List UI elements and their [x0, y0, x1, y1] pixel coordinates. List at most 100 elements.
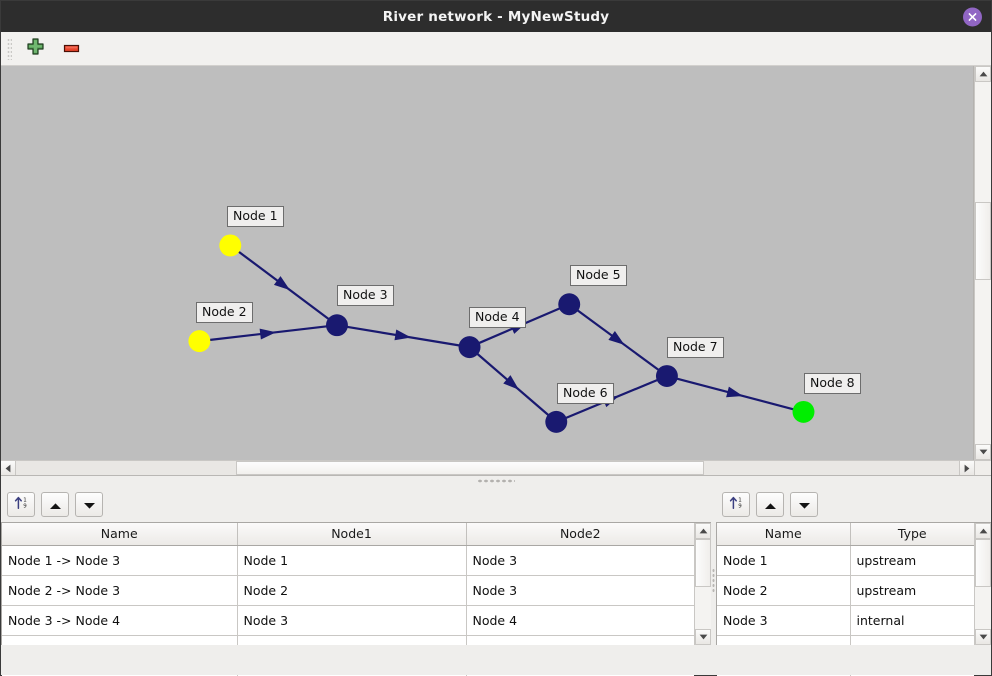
nodes-cell[interactable]: upstream: [850, 545, 974, 576]
nodes-cell[interactable]: internal: [850, 605, 974, 636]
canvas-horizontal-scrollbar[interactable]: [1, 460, 991, 475]
arrow-up-icon: [49, 495, 62, 514]
graph-node-label-node-6[interactable]: Node 6: [557, 383, 614, 404]
tables-area: 1 9: [1, 486, 991, 676]
close-icon[interactable]: [963, 7, 982, 26]
toolbar: [1, 32, 991, 66]
vertical-splitter[interactable]: [711, 486, 716, 675]
network-graph-canvas[interactable]: Node 1 Node 2 Node 3 Node 4 Node 5 Node 6 Node…: [1, 66, 974, 460]
graph-node-label-node-7[interactable]: Node 7: [667, 337, 724, 358]
graph-node-label-node-4[interactable]: Node 4: [469, 307, 526, 328]
nodes-vertical-scrollbar[interactable]: [974, 523, 991, 645]
graph-node-node-6[interactable]: [545, 410, 568, 433]
graph-node-node-5[interactable]: [558, 293, 581, 316]
nodes-column-header[interactable]: Name: [717, 523, 851, 546]
nodes-vscroll-track[interactable]: [975, 539, 991, 629]
graph-node-label-node-2[interactable]: Node 2: [196, 302, 253, 323]
graph-node-label-node-1[interactable]: Node 1: [227, 206, 284, 227]
nodes-scroll-up-arrow-icon[interactable]: [975, 523, 991, 539]
graph-node-node-2[interactable]: [188, 330, 211, 353]
nodes-move-up-button[interactable]: [756, 492, 784, 517]
nodes-layer: [188, 234, 815, 433]
toolbar-grip[interactable]: [7, 37, 12, 60]
remove-node-button[interactable]: [58, 36, 84, 62]
scroll-right-arrow-icon[interactable]: [959, 461, 974, 475]
nodes-cell[interactable]: upstream: [850, 575, 974, 606]
reaches-column-header[interactable]: Node2: [466, 523, 694, 546]
plus-icon: [26, 38, 44, 59]
reaches-cell[interactable]: Node 1 -> Node 3: [2, 545, 238, 576]
sort-ascending-icon: 1 9: [14, 495, 29, 514]
scroll-down-arrow-icon[interactable]: [975, 444, 991, 460]
reaches-move-up-button[interactable]: [41, 492, 69, 517]
canvas-vscroll-track[interactable]: [975, 82, 991, 444]
network-canvas-area: Node 1 Node 2 Node 3 Node 4 Node 5 Node 6 Node…: [1, 66, 991, 460]
svg-text:1: 1: [738, 498, 742, 504]
nodes-pane: 1 9: [716, 486, 991, 676]
reaches-pane: 1 9: [1, 486, 711, 676]
reaches-cell[interactable]: Node 1: [237, 545, 467, 576]
reaches-cell[interactable]: Node 2 -> Node 3: [2, 575, 238, 606]
reaches-cell[interactable]: Node 3: [466, 575, 694, 606]
reaches-cell[interactable]: Node 3 -> Node 4: [2, 605, 238, 636]
canvas-hscroll-track[interactable]: [16, 461, 959, 475]
reaches-vscroll-thumb[interactable]: [695, 539, 711, 587]
nodes-cell[interactable]: Node 3: [717, 605, 851, 636]
nodes-column-header[interactable]: Type: [850, 523, 974, 546]
svg-text:9: 9: [738, 504, 742, 510]
edge-arrow-icon: [394, 329, 412, 341]
nodes-toolbar: 1 9: [716, 486, 991, 522]
canvas-vscroll-thumb[interactable]: [975, 202, 991, 280]
graph-node-node-3[interactable]: [325, 314, 348, 337]
graph-node-label-node-5[interactable]: Node 5: [570, 265, 627, 286]
reaches-vscroll-track[interactable]: [695, 539, 711, 629]
reaches-vertical-scrollbar[interactable]: [694, 523, 711, 645]
nodes-cell[interactable]: Node 2: [717, 575, 851, 606]
nodes-footer: [716, 645, 991, 675]
nodes-move-down-button[interactable]: [790, 492, 818, 517]
graph-node-node-7[interactable]: [655, 365, 678, 388]
reaches-cell[interactable]: Node 3: [466, 545, 694, 576]
sort-ascending-icon: 1 9: [729, 495, 744, 514]
canvas-hscroll-thumb[interactable]: [236, 461, 704, 475]
graph-node-label-node-8[interactable]: Node 8: [804, 373, 861, 394]
edge-arrow-icon: [259, 328, 277, 340]
reaches-cell[interactable]: Node 2: [237, 575, 467, 606]
nodes-cell[interactable]: Node 1: [717, 545, 851, 576]
nodes-vscroll-thumb[interactable]: [975, 539, 991, 587]
reaches-sort-button[interactable]: 1 9: [7, 492, 35, 517]
scroll-left-arrow-icon[interactable]: [1, 461, 16, 475]
splitter-grip: [477, 479, 515, 483]
canvas-vertical-scrollbar[interactable]: [974, 66, 991, 460]
nodes-scroll-down-arrow-icon[interactable]: [975, 629, 991, 645]
reaches-column-header[interactable]: Name: [2, 523, 238, 546]
graph-node-node-4[interactable]: [458, 336, 481, 359]
reaches-scroll-down-arrow-icon[interactable]: [695, 629, 711, 645]
reaches-move-down-button[interactable]: [75, 492, 103, 517]
graph-node-node-8[interactable]: [792, 400, 815, 423]
vertical-splitter-grip: [712, 567, 715, 594]
edge-arrow-icon: [273, 276, 291, 291]
graph-node-label-node-3[interactable]: Node 3: [337, 285, 394, 306]
reaches-scroll-up-arrow-icon[interactable]: [695, 523, 711, 539]
horizontal-splitter[interactable]: [1, 475, 991, 486]
title-bar: River network - MyNewStudy: [1, 1, 991, 32]
reaches-cell[interactable]: Node 3: [237, 605, 467, 636]
reaches-cell[interactable]: Node 4: [466, 605, 694, 636]
graph-node-node-1[interactable]: [219, 234, 242, 257]
add-node-button[interactable]: [22, 36, 48, 62]
scroll-up-arrow-icon[interactable]: [975, 66, 991, 82]
nodes-sort-button[interactable]: 1 9: [722, 492, 750, 517]
reaches-column-header[interactable]: Node1: [237, 523, 467, 546]
